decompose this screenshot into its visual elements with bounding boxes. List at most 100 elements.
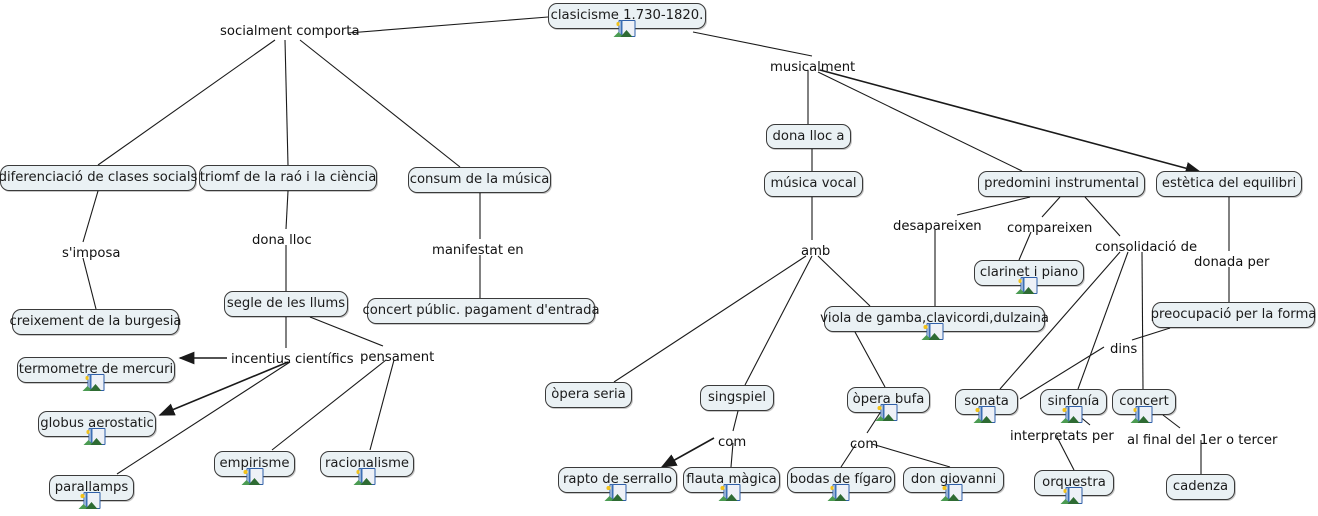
node-parallamps[interactable]: parallamps bbox=[49, 475, 134, 509]
edge-label-donada-per[interactable]: donada per bbox=[1194, 255, 1270, 270]
node-label: orquestra bbox=[1042, 475, 1106, 491]
image-thumbnail-icon[interactable] bbox=[827, 484, 850, 501]
edge-label-pensament[interactable]: pensament bbox=[360, 350, 435, 365]
node-diferenciacio[interactable]: diferenciació de clases socials bbox=[0, 165, 197, 191]
node-predomini[interactable]: predomini instrumental bbox=[978, 171, 1145, 197]
edge-predomini-to-desapareixen bbox=[956, 196, 1031, 216]
node-label: música vocal bbox=[770, 176, 857, 192]
edge-socialment-comporta-to-consum bbox=[299, 39, 461, 168]
node-triomf[interactable]: triomf de la raó i la ciència bbox=[199, 165, 377, 191]
node-opera-seria[interactable]: òpera seria bbox=[545, 382, 632, 408]
node-label: cadenza bbox=[1172, 479, 1229, 495]
node-concert[interactable]: concert bbox=[1112, 389, 1176, 423]
node-flauta[interactable]: flauta màgica bbox=[683, 467, 780, 501]
node-dona-lloc-a[interactable]: dona lloc a bbox=[766, 124, 851, 149]
image-thumbnail-glyph bbox=[1130, 406, 1150, 423]
node-preocupacio[interactable]: preocupació per la forma bbox=[1151, 302, 1316, 328]
image-thumbnail-glyph bbox=[875, 404, 894, 421]
image-thumbnail-glyph bbox=[83, 428, 103, 445]
node-clasicisme[interactable]: clasicisme 1.730-1820. bbox=[548, 3, 706, 37]
edge-incentius-to-globus bbox=[158, 361, 289, 416]
edge-label-compareixen[interactable]: compareixen bbox=[1007, 221, 1093, 236]
edge-label-amb[interactable]: amb bbox=[801, 244, 831, 259]
image-thumbnail-icon[interactable] bbox=[1130, 406, 1153, 423]
node-bodas[interactable]: bodas de fígaro bbox=[787, 467, 895, 501]
node-label: òpera seria bbox=[551, 387, 626, 403]
node-orquestra[interactable]: orquestra bbox=[1034, 470, 1114, 504]
image-thumbnail-icon[interactable] bbox=[83, 428, 106, 445]
edge-triomf-to-dona-lloc bbox=[285, 190, 289, 230]
node-sonata[interactable]: sonata bbox=[955, 389, 1018, 423]
node-creixement[interactable]: creixement de la burgesia bbox=[10, 309, 182, 335]
image-thumbnail-glyph bbox=[82, 374, 102, 391]
image-thumbnail-icon[interactable] bbox=[604, 484, 626, 501]
image-thumbnail-glyph bbox=[241, 468, 260, 485]
edge-socialment-comporta-to-triomf bbox=[284, 39, 289, 166]
node-clarinet[interactable]: clarinet i piano bbox=[974, 260, 1084, 294]
node-label: concert públic. pagament d'entrada bbox=[362, 303, 600, 319]
node-concert-public[interactable]: concert públic. pagament d'entrada bbox=[362, 298, 600, 324]
image-thumbnail-icon[interactable] bbox=[921, 323, 943, 340]
node-label: singspiel bbox=[708, 390, 766, 406]
image-thumbnail-icon[interactable] bbox=[875, 404, 897, 421]
image-thumbnail-icon[interactable] bbox=[1060, 487, 1083, 504]
edge-label-desapareixen[interactable]: desapareixen bbox=[893, 219, 982, 234]
image-thumbnail-icon[interactable] bbox=[940, 484, 962, 501]
node-termometre[interactable]: termometre de mercuri bbox=[17, 357, 175, 391]
node-cadenza[interactable]: cadenza bbox=[1166, 474, 1235, 500]
node-estetica[interactable]: estètica del equilibri bbox=[1156, 171, 1302, 197]
edge-musicalment-to-estetica bbox=[819, 69, 1202, 175]
node-musica-vocal[interactable]: música vocal bbox=[764, 171, 863, 197]
image-thumbnail-icon[interactable] bbox=[78, 492, 100, 509]
node-racionalisme[interactable]: racionalisme bbox=[320, 451, 414, 485]
node-label: consum de la música bbox=[409, 172, 550, 188]
edge-label-incentius[interactable]: incentius científics bbox=[231, 352, 354, 367]
node-don-giovanni[interactable]: don giovanni bbox=[903, 467, 1004, 501]
node-viola[interactable]: viola de gamba,clavicordi,dulzaina bbox=[820, 306, 1049, 340]
node-rapto[interactable]: rapto de serrallo bbox=[558, 467, 677, 501]
node-sinfonia[interactable]: sinfonía bbox=[1040, 389, 1107, 423]
image-thumbnail-glyph bbox=[353, 468, 373, 485]
image-thumbnail-icon[interactable] bbox=[1060, 406, 1082, 423]
edge-label-com-1[interactable]: com bbox=[718, 435, 747, 450]
node-label: concert bbox=[1119, 394, 1169, 410]
edge-label-musicalment[interactable]: musicalment bbox=[770, 60, 856, 75]
image-thumbnail-glyph bbox=[718, 484, 737, 501]
node-label: triomf de la raó i la ciència bbox=[199, 170, 377, 186]
node-consum[interactable]: consum de la música bbox=[408, 167, 551, 193]
node-globus[interactable]: globus aerostatic bbox=[38, 411, 156, 445]
node-label: racionalisme bbox=[324, 456, 410, 472]
image-thumbnail-icon[interactable] bbox=[1015, 277, 1038, 294]
image-thumbnail-glyph bbox=[1060, 487, 1080, 504]
node-label: predomini instrumental bbox=[984, 176, 1139, 192]
edge-simposa-to-creixement bbox=[82, 257, 97, 310]
node-label: empirisme bbox=[219, 456, 290, 472]
edge-label-dins[interactable]: dins bbox=[1110, 342, 1138, 357]
node-singspiel[interactable]: singspiel bbox=[700, 385, 774, 411]
image-thumbnail-icon[interactable] bbox=[973, 406, 995, 423]
edge-label-interpretats-per[interactable]: interpretats per bbox=[1010, 429, 1114, 444]
node-label: òpera bufa bbox=[852, 392, 925, 408]
edge-clasicisme-to-socialment-comporta bbox=[347, 16, 549, 34]
node-label: dona lloc a bbox=[772, 128, 845, 144]
image-thumbnail-icon[interactable] bbox=[613, 20, 636, 37]
edge-label-socialment-comporta[interactable]: socialment comporta bbox=[220, 24, 360, 39]
node-segle[interactable]: segle de les llums bbox=[224, 291, 348, 317]
edge-label-dona-lloc[interactable]: dona lloc bbox=[252, 233, 312, 248]
edge-label-simposa[interactable]: s'imposa bbox=[62, 246, 121, 261]
image-thumbnail-glyph bbox=[827, 484, 847, 501]
node-empirisme[interactable]: empirisme bbox=[214, 451, 295, 485]
edge-label-com-2[interactable]: com bbox=[850, 437, 879, 452]
image-thumbnail-icon[interactable] bbox=[82, 374, 105, 391]
image-thumbnail-icon[interactable] bbox=[718, 484, 740, 501]
image-thumbnail-icon[interactable] bbox=[241, 468, 263, 485]
image-thumbnail-glyph bbox=[613, 20, 633, 37]
edge-consolidacio-de-to-concert bbox=[1141, 251, 1144, 390]
edge-socialment-comporta-to-diferenciacio bbox=[97, 39, 276, 166]
node-opera-bufa[interactable]: òpera bufa bbox=[847, 387, 930, 421]
image-thumbnail-icon[interactable] bbox=[353, 468, 376, 485]
edge-label-manifestat-en[interactable]: manifestat en bbox=[432, 243, 524, 258]
edge-label-al-final[interactable]: al final del 1er o tercer bbox=[1127, 433, 1278, 448]
node-label: flauta màgica bbox=[686, 472, 777, 488]
edge-label-consolidacio-de[interactable]: consolidació de bbox=[1095, 240, 1198, 255]
